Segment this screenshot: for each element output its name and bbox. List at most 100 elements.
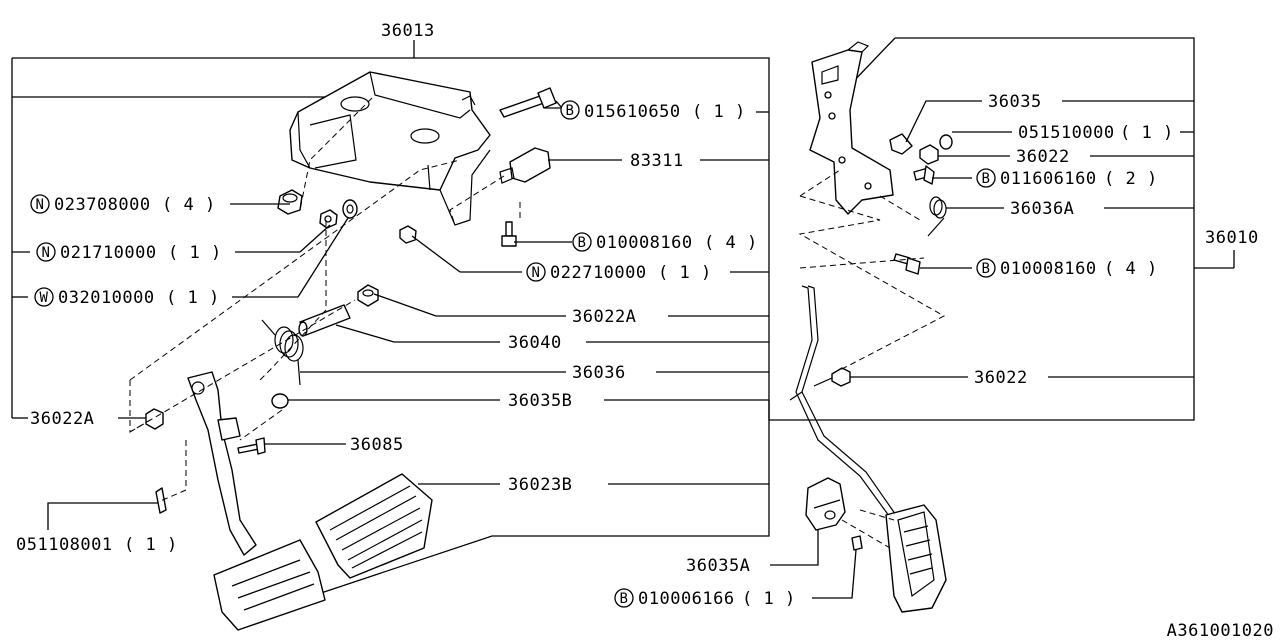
bushing-36022A-top-drawing [357,284,379,307]
callout-prefix: B [982,261,991,277]
callout-36022-mid: 36022 [974,368,1028,388]
callout-prefix-circle [572,232,592,252]
callout-part-number: 023708000 [54,195,151,215]
callout-prefix: W [40,290,49,306]
callout-part-number: 36036 [572,363,626,383]
bolt-010008160-right-drawing [893,253,921,275]
bolt-011606160-drawing [913,165,935,185]
callout-quantity: ( 4 ) [704,233,758,253]
stop-lamp-switch-83311-drawing [499,147,551,184]
callout-36035: 36035 [988,92,1041,112]
callout-prefix-circle [976,168,996,188]
callout-prefix: B [620,591,629,607]
callout-quantity: ( 1 ) [1120,123,1174,143]
callout-051108001: 051108001 ( 1 ) [16,535,178,555]
callout-prefix-circle [36,242,56,262]
stopper-36035A-drawing [805,477,846,531]
callout-021710000: N 021710000 ( 1 ) [36,242,222,263]
stopper-36035B-drawing [271,393,289,409]
brake-pedal-arm-drawing [187,371,326,631]
clip-051108001-drawing [155,487,167,514]
callout-part-number: 36022 [1016,147,1070,167]
bushing-36022-mid-drawing [813,367,851,387]
callout-011606160: B 011606160 ( 2 ) [976,168,1158,189]
spring-36036-drawing [261,319,304,386]
callout-36085: 36085 [350,435,404,455]
washer-032010000-drawing [342,199,358,219]
callout-part-number: 36035A [686,556,750,576]
callout-36022-top: 36022 [1016,147,1070,167]
callout-quantity: ( 4 ) [162,195,216,215]
callout-36040: 36040 [508,333,561,353]
callout-010008160-left: B 010008160 ( 4 ) [572,232,758,253]
callout-part-number: 015610650 [584,102,681,122]
bolt-015610650-drawing [499,87,563,118]
bushing-36022-top-drawing [919,144,939,165]
callout-part-number: 010006166 [638,589,735,609]
callout-part-number: 36022 [974,368,1028,388]
callout-prefix-circle [526,262,546,282]
stopper-36035-drawing [889,133,913,155]
callout-part-number: 011606160 [1000,169,1097,189]
callout-83311: 83311 [630,151,684,171]
callout-prefix: B [578,235,587,251]
pipe-36040-drawing [298,304,351,337]
callout-prefix-circle [30,194,50,214]
callout-part-number: 83311 [630,151,684,171]
callout-010006166: B 010006166 ( 1 ) [614,588,796,609]
right-dashed-guides [798,169,946,549]
bolt-010008160-left-drawing [501,221,517,247]
callout-part-number: 36036A [1010,199,1074,219]
brake-pad-36023B-drawing [315,473,433,579]
callout-part-number: 022710000 [550,263,647,283]
callout-prefix-circle [34,287,54,307]
callout-023708000: N 023708000 ( 4 ) [30,194,216,215]
callout-part-number: 36085 [350,435,404,455]
callout-part-number: 36022A [572,307,636,327]
callout-quantity: ( 2 ) [1104,169,1158,189]
callout-quantity: ( 1 ) [166,288,220,308]
callout-quantity: ( 1 ) [692,102,746,122]
nut-051510000-drawing [939,134,953,150]
callout-prefix: B [982,171,991,187]
nut-022710000-drawing [399,225,417,244]
callout-prefix: N [532,265,541,281]
callout-part-number: 021710000 [60,243,157,263]
right-leader-lines [770,100,1194,599]
callout-prefix-circle [614,588,634,608]
accelerator-pad-drawing [885,504,947,613]
callout-quantity: ( 1 ) [658,263,712,283]
callout-prefix: B [566,103,575,119]
accelerator-pedal-rod-drawing [789,285,899,521]
bolt-010006166-drawing [851,535,863,551]
callout-36022A-left: 36022A [30,409,94,429]
callout-36036: 36036 [572,363,626,383]
callout-part-number: 36023B [508,475,572,495]
left-leader-lines [12,107,769,530]
callout-quantity: ( 4 ) [1104,259,1158,279]
callout-015610650: B 015610650 ( 1 ) [560,100,746,122]
assembly-label-36010: 36010 [1205,228,1259,248]
callout-part-number: 36035B [508,391,572,411]
callout-36035A: 36035A [686,556,750,576]
callout-quantity: ( 1 ) [168,243,222,263]
callout-36036A: 36036A [1010,199,1074,219]
nut-021710000-drawing [319,209,338,229]
callout-part-number: 010008160 [1000,259,1097,279]
callout-010008160-right: B 010008160 ( 4 ) [976,258,1158,279]
callout-quantity: ( 1 ) [742,589,796,609]
callout-prefix-circle [560,100,580,120]
callout-032010000: W 032010000 ( 1 ) [34,287,220,308]
nut-023708000-drawing [277,189,303,215]
assembly-label-36013: 36013 [381,21,435,41]
callout-36035B: 36035B [508,391,572,411]
callout-051510000: 051510000 ( 1 ) [1018,123,1174,143]
callout-36022A-top: 36022A [572,307,636,327]
callout-36023B: 36023B [508,475,572,495]
callout-quantity: ( 1 ) [124,535,178,555]
brake-assembly-frame [11,40,770,601]
callout-part-number: 010008160 [596,233,693,253]
brake-pedal-bracket-drawing [289,71,491,226]
accelerator-bracket-drawing [809,41,894,215]
bolt-36085-drawing [237,437,266,455]
